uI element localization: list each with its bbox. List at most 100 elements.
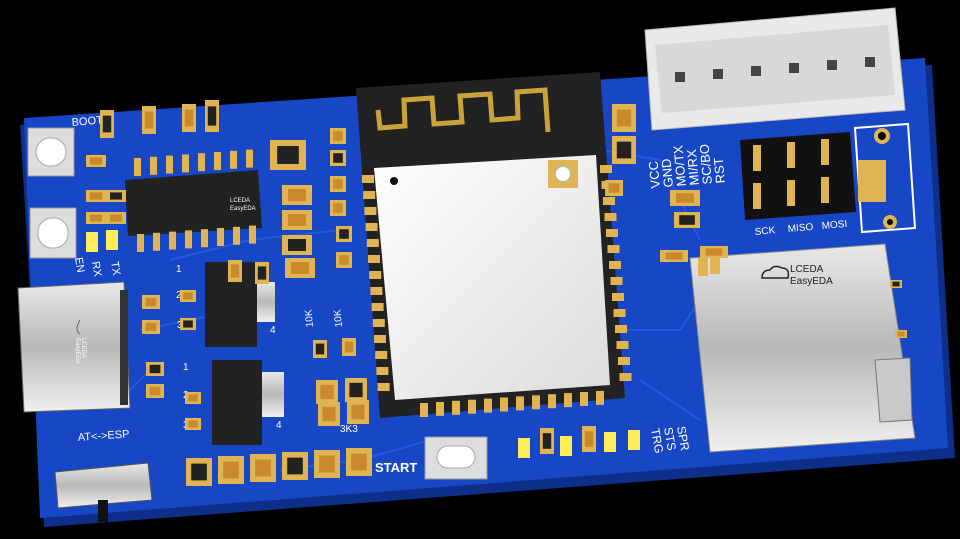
smd-part bbox=[347, 400, 369, 424]
smd-body bbox=[542, 433, 552, 449]
module-pad bbox=[369, 271, 382, 279]
smd-body bbox=[183, 320, 193, 328]
smd-part bbox=[345, 378, 367, 402]
jst-pin bbox=[713, 69, 723, 79]
smd-body bbox=[149, 364, 161, 374]
smd-body bbox=[110, 214, 122, 222]
smd-part bbox=[282, 210, 312, 230]
smd-part bbox=[890, 280, 902, 288]
ic-pin bbox=[169, 231, 176, 250]
smd-body bbox=[90, 157, 102, 165]
label-rst: RST bbox=[711, 157, 728, 184]
label-rx: RX bbox=[89, 260, 104, 278]
module-pad bbox=[615, 325, 627, 333]
module-pad bbox=[372, 319, 385, 327]
ic-pin bbox=[233, 226, 240, 245]
smd-body bbox=[288, 239, 306, 251]
smd-body bbox=[665, 252, 683, 260]
module-pad bbox=[365, 223, 378, 231]
smd-body bbox=[291, 262, 309, 274]
label-vcc: VCC bbox=[646, 160, 663, 189]
jst-pin bbox=[675, 72, 685, 82]
ic-pin bbox=[230, 150, 237, 169]
smd-body bbox=[616, 109, 632, 127]
smd-body bbox=[257, 266, 267, 280]
smd-part bbox=[330, 128, 346, 144]
smd-part bbox=[186, 458, 212, 486]
module-pad bbox=[610, 277, 623, 285]
header-pin bbox=[753, 183, 761, 209]
smd-part bbox=[218, 456, 244, 484]
smd-body bbox=[110, 192, 122, 200]
smd-body bbox=[223, 461, 239, 479]
smd-body bbox=[349, 382, 363, 398]
smd-body bbox=[333, 153, 343, 163]
label-boot: BOOT bbox=[71, 114, 103, 129]
smd-part bbox=[674, 212, 700, 228]
smd-part bbox=[146, 362, 164, 376]
boot-button bbox=[27, 127, 75, 177]
module-pad bbox=[606, 229, 618, 237]
smd-body bbox=[351, 404, 365, 420]
label-gnd: GND bbox=[659, 158, 676, 188]
smd-part bbox=[142, 320, 160, 334]
label-mo-tx: MO/TX bbox=[670, 144, 689, 187]
smd-part bbox=[313, 340, 327, 358]
label-reg-2: 2 bbox=[176, 290, 182, 301]
module-pad bbox=[532, 395, 540, 410]
label-en: EN bbox=[72, 256, 86, 273]
module-pad bbox=[619, 373, 632, 381]
label-miso: MISO bbox=[787, 222, 814, 235]
smd-body bbox=[102, 115, 112, 133]
usb-logo-easyeda: EasyEDA bbox=[74, 338, 80, 364]
smd-body bbox=[897, 331, 905, 337]
module-pad bbox=[484, 398, 492, 413]
smd-part bbox=[336, 226, 352, 242]
module-pad bbox=[376, 367, 389, 375]
pin-labels: VCC GND MO/TX MI/RX SC/BO RST bbox=[646, 143, 728, 189]
smd-part bbox=[142, 295, 160, 309]
ic-pin bbox=[134, 158, 141, 176]
esp32-module bbox=[356, 72, 632, 418]
ic-pin bbox=[246, 149, 253, 168]
smd-body bbox=[315, 343, 325, 355]
label-r-10k-1: 10K bbox=[303, 309, 316, 328]
smd-body bbox=[288, 189, 306, 201]
module-pad bbox=[604, 213, 617, 221]
module-pad bbox=[375, 351, 388, 359]
smd-part bbox=[182, 104, 196, 132]
usb-c-connector bbox=[17, 281, 131, 413]
module-pad bbox=[607, 245, 620, 253]
smd-part bbox=[318, 402, 340, 426]
label-sck: SCK bbox=[754, 225, 776, 238]
usb-uart-ic bbox=[125, 149, 262, 252]
smd-part bbox=[270, 140, 306, 170]
sd-logo-easyeda: EasyEDA bbox=[790, 276, 833, 287]
module-pad bbox=[371, 303, 384, 311]
smd-part bbox=[660, 250, 688, 262]
label-mosi: MOSI bbox=[821, 219, 847, 232]
module-pad bbox=[564, 393, 572, 408]
module-pad bbox=[600, 165, 612, 173]
label-r-10k-2: 10K bbox=[332, 309, 345, 328]
smd-part bbox=[100, 110, 114, 138]
smd-body bbox=[616, 141, 632, 159]
label-spr: SPR bbox=[674, 425, 692, 452]
pin-header bbox=[740, 132, 856, 220]
label-tx: TX bbox=[108, 260, 122, 277]
ic-pin bbox=[185, 230, 192, 249]
smd-body bbox=[339, 229, 349, 239]
module-pad bbox=[366, 239, 379, 247]
smd-body bbox=[287, 457, 303, 475]
rf-shield bbox=[374, 155, 610, 400]
header-pin bbox=[821, 139, 829, 165]
module-pad bbox=[436, 401, 444, 416]
smd-part bbox=[180, 318, 196, 330]
ic-logo-lceda: LCEDA bbox=[230, 198, 250, 204]
smd-body bbox=[183, 292, 193, 300]
module-pad bbox=[548, 394, 556, 409]
module-pad bbox=[603, 197, 615, 205]
ic-pin bbox=[150, 156, 157, 175]
ic-pin bbox=[249, 225, 256, 244]
